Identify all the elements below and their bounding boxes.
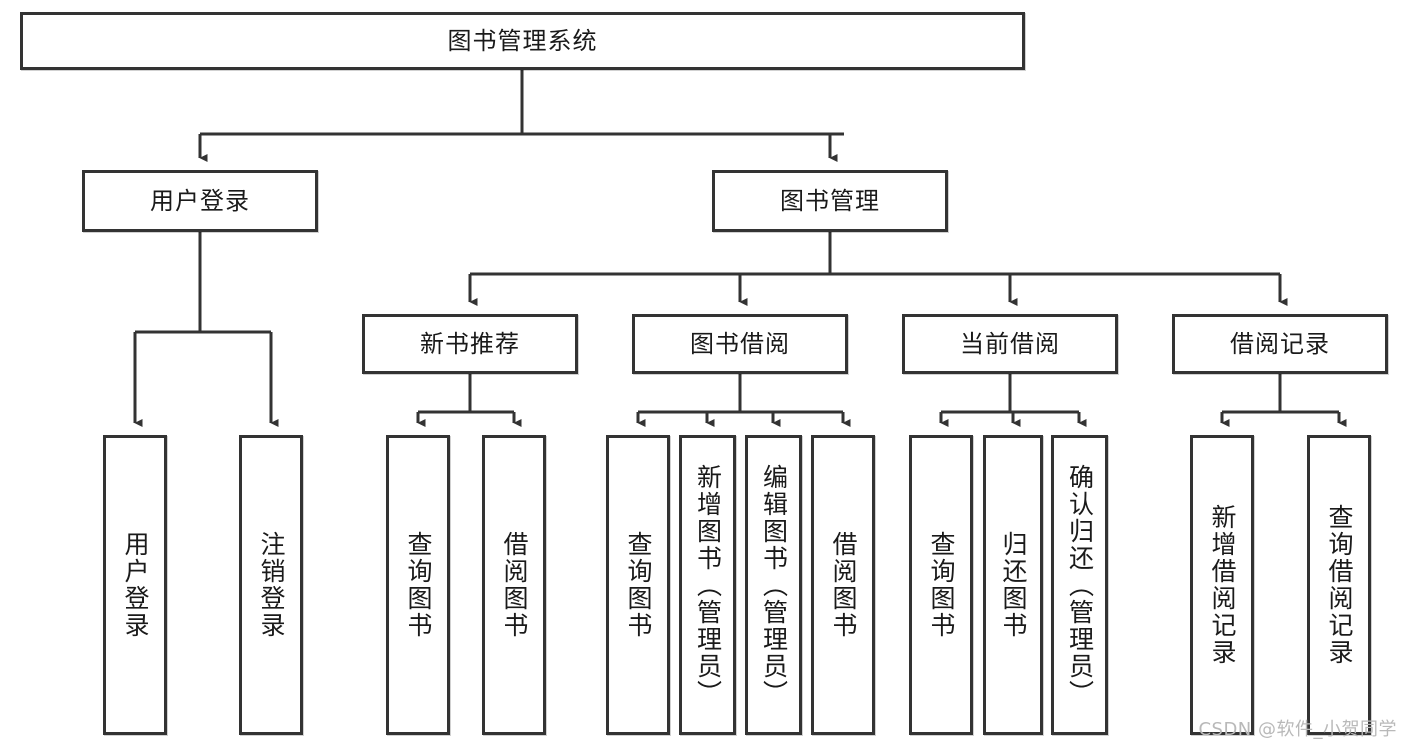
leaf-add-record-label: 新增借阅记录 <box>1208 504 1237 666</box>
node-book-borrow-label: 图书借阅 <box>690 329 790 358</box>
leaf-query-book-3[interactable]: 查询图书 <box>909 435 973 735</box>
csdn-watermark: CSDN @软件_小贺同学 <box>1198 719 1397 740</box>
leaf-borrow-book-1-label: 借阅图书 <box>500 531 529 639</box>
node-borrow-record[interactable]: 借阅记录 <box>1172 314 1388 374</box>
leaf-logout[interactable]: 注销登录 <box>239 435 303 735</box>
leaf-confirm-return-label: 确认归还（管理员） <box>1065 463 1095 707</box>
leaf-query-book-2-label: 查询图书 <box>624 531 653 639</box>
leaf-confirm-return[interactable]: 确认归还（管理员） <box>1051 435 1108 735</box>
node-new-book-recommend-label: 新书推荐 <box>420 329 520 358</box>
node-borrow-record-label: 借阅记录 <box>1230 329 1330 358</box>
leaf-query-book-1-label: 查询图书 <box>404 531 433 639</box>
leaf-edit-book[interactable]: 编辑图书（管理员） <box>745 435 802 735</box>
node-new-book-recommend[interactable]: 新书推荐 <box>362 314 578 374</box>
leaf-edit-book-label: 编辑图书（管理员） <box>759 463 789 707</box>
node-user-login-label: 用户登录 <box>150 186 250 215</box>
node-user-login[interactable]: 用户登录 <box>82 170 318 232</box>
leaf-user-login[interactable]: 用户登录 <box>103 435 167 735</box>
node-root-label: 图书管理系统 <box>447 26 598 55</box>
leaf-borrow-book-2-label: 借阅图书 <box>829 531 858 639</box>
leaf-add-book-label: 新增图书（管理员） <box>693 463 723 707</box>
leaf-return-book[interactable]: 归还图书 <box>983 435 1043 735</box>
leaf-query-record-label: 查询借阅记录 <box>1325 504 1354 666</box>
leaf-query-book-1[interactable]: 查询图书 <box>386 435 450 735</box>
leaf-borrow-book-2[interactable]: 借阅图书 <box>811 435 875 735</box>
node-book-manage-label: 图书管理 <box>780 186 880 215</box>
leaf-query-record[interactable]: 查询借阅记录 <box>1307 435 1371 735</box>
leaf-query-book-3-label: 查询图书 <box>927 531 956 639</box>
leaf-add-record[interactable]: 新增借阅记录 <box>1190 435 1254 735</box>
leaf-user-login-label: 用户登录 <box>121 531 150 639</box>
leaf-add-book[interactable]: 新增图书（管理员） <box>679 435 736 735</box>
node-current-borrow[interactable]: 当前借阅 <box>902 314 1118 374</box>
leaf-query-book-2[interactable]: 查询图书 <box>606 435 670 735</box>
node-current-borrow-label: 当前借阅 <box>960 329 1060 358</box>
leaf-borrow-book-1[interactable]: 借阅图书 <box>482 435 546 735</box>
node-root[interactable]: 图书管理系统 <box>20 12 1025 70</box>
node-book-manage[interactable]: 图书管理 <box>712 170 948 232</box>
leaf-logout-label: 注销登录 <box>257 531 286 639</box>
node-book-borrow[interactable]: 图书借阅 <box>632 314 848 374</box>
leaf-return-book-label: 归还图书 <box>999 531 1028 639</box>
